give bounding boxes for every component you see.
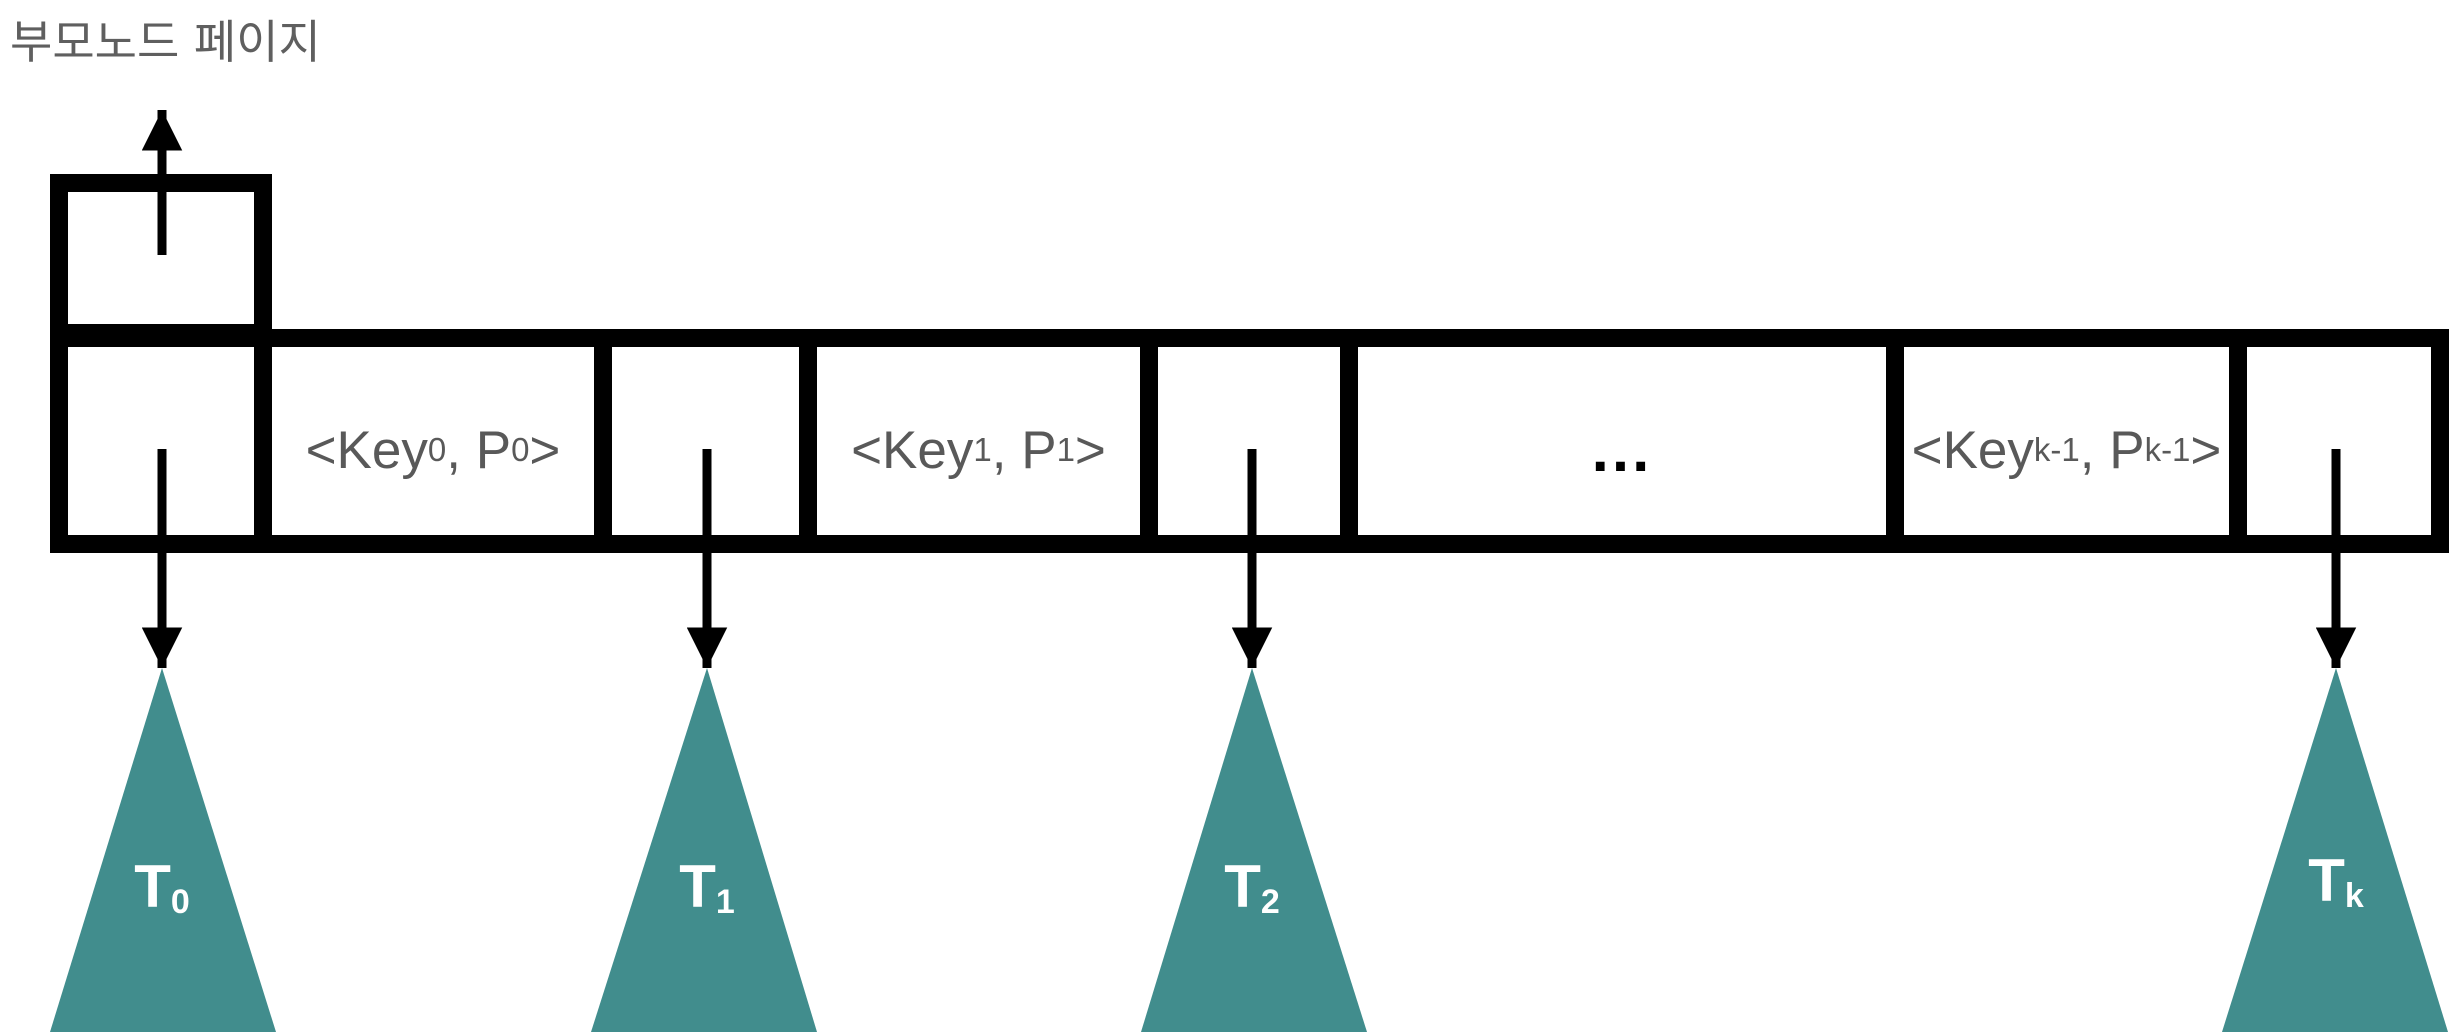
key-pair-k-1-mid: , P xyxy=(2079,420,2145,480)
subtree-label-1: T1 xyxy=(617,852,797,922)
subtree-triangle-1 xyxy=(591,668,817,1032)
subtree-label-0-letter: T xyxy=(134,853,171,920)
key-pair-1-open: <Key xyxy=(851,420,974,480)
subtree-label-2-letter: T xyxy=(1224,853,1261,920)
key-pair-0-mid: , P xyxy=(446,420,512,480)
subtree-label-1-letter: T xyxy=(679,853,716,920)
key-pair-0-open: <Key xyxy=(305,420,428,480)
subtree-label-0-index: 0 xyxy=(170,883,190,921)
subtree-label-0: T0 xyxy=(72,852,252,922)
subtree-triangle-k xyxy=(2222,668,2448,1032)
parent-node-page-label: 부모노드 페이지 xyxy=(10,15,321,69)
subtrees xyxy=(50,668,2448,1032)
subtree-label-k: Tk xyxy=(2246,846,2426,916)
subtree-label-1-index: 1 xyxy=(715,883,735,921)
ellipsis-cell: ... xyxy=(1591,415,1653,485)
subtree-triangle-2 xyxy=(1141,668,1367,1032)
subtree-label-k-letter: T xyxy=(2308,847,2345,914)
key-pair-k-1-close: > xyxy=(2190,420,2222,480)
key-pair-0-key-index: 0 xyxy=(427,431,447,468)
subtree-label-k-index: k xyxy=(2344,877,2364,915)
subtree-label-2: T2 xyxy=(1162,852,1342,922)
key-pair-1-key-index: 1 xyxy=(973,431,992,468)
key-pair-k-1-key-index: k-1 xyxy=(2033,431,2080,468)
key-pair-1-p-index: 1 xyxy=(1056,431,1075,468)
cell-dividers xyxy=(254,338,2247,544)
key-pair-1-mid: , P xyxy=(991,420,1057,480)
child-pointer-arrows xyxy=(141,449,2357,668)
key-pair-0-p-index: 0 xyxy=(511,431,530,468)
key-pair-k-1-open: <Key xyxy=(1911,420,2034,480)
subtree-triangle-0 xyxy=(50,668,276,1032)
key-pair-1-close: > xyxy=(1074,420,1106,480)
subtree-label-2-index: 2 xyxy=(1260,883,1280,921)
key-pair-k-1-p-index: k-1 xyxy=(2144,431,2191,468)
key-pair-0-close: > xyxy=(529,420,561,480)
